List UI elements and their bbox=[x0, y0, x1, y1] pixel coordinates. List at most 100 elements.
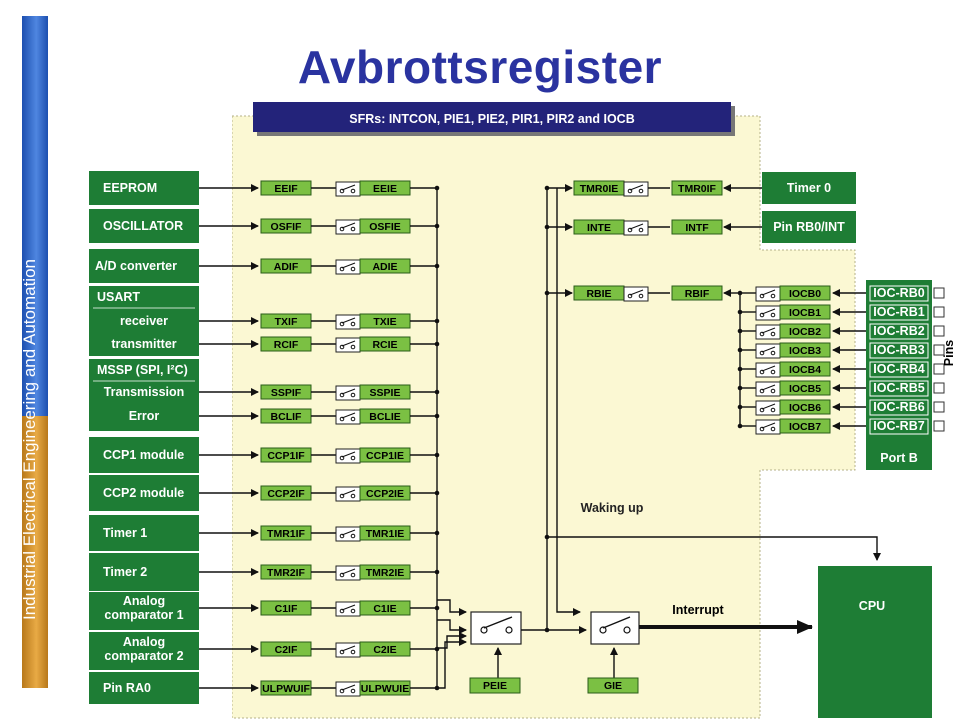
gie-switch-lever bbox=[602, 616, 631, 629]
enable-ccp1ie-switch bbox=[335, 448, 361, 464]
switch-inte-pin-a bbox=[627, 227, 633, 233]
enable-ccp1ie-switch-pin-a bbox=[339, 455, 345, 461]
enable-tmr2ie-switch-lever bbox=[341, 568, 356, 575]
enable-tmr1ie-switch-pin-b bbox=[350, 533, 356, 539]
enable-tmr2ie: TMR2IE bbox=[366, 567, 405, 579]
switch-iocb6-lever bbox=[761, 403, 776, 410]
enable-c2ie-switch-pin-a bbox=[339, 649, 345, 655]
source-box bbox=[89, 672, 199, 704]
enable-tmr1ie-switch-lever bbox=[341, 529, 356, 536]
enable-eeie-switch-lever bbox=[341, 184, 356, 191]
source-box bbox=[762, 172, 856, 204]
switch-iocb3 bbox=[755, 343, 781, 359]
enable-c1ie: C1IE bbox=[373, 603, 396, 615]
switch-iocb5 bbox=[755, 381, 781, 397]
enable-tmr2ie-switch bbox=[335, 565, 361, 581]
enable-txie-switch-pin-b bbox=[350, 321, 356, 327]
switch-iocb2-pin-a bbox=[759, 331, 765, 337]
enable-adie-switch-pin-a bbox=[339, 266, 345, 272]
flag-sspif: SSPIF bbox=[271, 387, 302, 399]
switch-iocb4 bbox=[755, 362, 781, 378]
switch-iocb5-pin-a bbox=[759, 388, 765, 394]
source-label: Timer 0 bbox=[787, 181, 831, 195]
source-box bbox=[89, 437, 199, 473]
switch-iocb1 bbox=[755, 305, 781, 321]
pin-terminal bbox=[933, 363, 945, 375]
enable-osfie-switch-pin-a bbox=[339, 226, 345, 232]
source-box bbox=[89, 475, 199, 511]
iocb-box bbox=[779, 285, 831, 301]
switch-iocb2 bbox=[755, 324, 781, 340]
source-box bbox=[89, 553, 199, 591]
iocb-box bbox=[779, 304, 831, 320]
source-label: Error bbox=[129, 409, 160, 423]
enable-tmr1ie: TMR1IE bbox=[366, 528, 405, 540]
pin-terminal bbox=[933, 401, 945, 413]
iocb-box bbox=[779, 361, 831, 377]
ioc-pin-label: IOC-RB7 bbox=[873, 419, 924, 433]
iocb-label: IOCB0 bbox=[789, 288, 821, 300]
iocb-label: IOCB1 bbox=[789, 307, 821, 319]
enable-rcie-switch-lever bbox=[341, 340, 356, 347]
switch-rbie-pin-b bbox=[638, 293, 644, 299]
switch-iocb5-pin-b bbox=[770, 388, 776, 394]
enable-adie: ADIE bbox=[372, 261, 397, 273]
bus-to-peie bbox=[437, 599, 467, 616]
iocb-box bbox=[779, 399, 831, 415]
pin-terminal bbox=[933, 287, 945, 299]
enable-ccp1ie: CCP1IE bbox=[366, 450, 404, 462]
gie-label: GIE bbox=[604, 680, 622, 692]
enable-tmr2ie-switch-pin-a bbox=[339, 572, 345, 578]
enable-eeie-switch-pin-b bbox=[350, 188, 356, 194]
sidebar-bar: Industrial Electrical Engineering and Au… bbox=[20, 16, 52, 692]
enable-ulpwuie-switch-lever bbox=[341, 684, 356, 691]
enable-c1ie-switch-lever bbox=[341, 604, 356, 611]
enable-eeie: EEIE bbox=[373, 183, 397, 195]
enable-ulpwuie-switch-pin-b bbox=[350, 688, 356, 694]
waking-label: Waking up bbox=[581, 501, 644, 515]
enable-ccp2ie: CCP2IE bbox=[366, 488, 404, 500]
iocb-box bbox=[779, 380, 831, 396]
waking-wire bbox=[547, 536, 881, 561]
enable-bclie-switch-pin-a bbox=[339, 416, 345, 422]
ioc-pin-label: IOC-RB1 bbox=[873, 305, 924, 319]
switch-iocb7-lever bbox=[761, 422, 776, 429]
source-label: EEPROM bbox=[103, 181, 157, 195]
switch-rbie-lever bbox=[629, 289, 644, 296]
enable-sspie-switch-pin-b bbox=[350, 392, 356, 398]
enable-txie: TXIE bbox=[373, 316, 396, 328]
source-label: comparator 1 bbox=[104, 608, 183, 622]
switch-tmr0ie bbox=[623, 181, 649, 197]
enable-c2ie-switch-pin-b bbox=[350, 649, 356, 655]
enable-rcie-switch bbox=[335, 337, 361, 353]
switch-iocb2-lever bbox=[761, 327, 776, 334]
switch-tmr0ie-pin-a bbox=[627, 188, 633, 194]
pin-terminal bbox=[933, 344, 945, 356]
switch-rbie bbox=[623, 286, 649, 302]
source-label: Timer 1 bbox=[103, 526, 147, 540]
enable-txie-switch-pin-a bbox=[339, 321, 345, 327]
switch-iocb4-lever bbox=[761, 365, 776, 372]
peie-label: PEIE bbox=[483, 680, 507, 692]
enable-c2ie-switch bbox=[335, 642, 361, 658]
enable-eeie-switch-pin-a bbox=[339, 188, 345, 194]
switch-iocb0-pin-b bbox=[770, 293, 776, 299]
source-label: Analog bbox=[123, 635, 165, 649]
enable-txie-switch-lever bbox=[341, 317, 356, 324]
ioc-pin-box bbox=[869, 399, 929, 416]
source-label: comparator 2 bbox=[104, 649, 183, 663]
switch-iocb4-pin-a bbox=[759, 369, 765, 375]
cpu-label: CPU bbox=[859, 599, 885, 613]
enable-c1ie-switch-pin-a bbox=[339, 608, 345, 614]
flag-eeif: EEIF bbox=[274, 183, 298, 195]
switch-iocb0-pin-a bbox=[759, 293, 765, 299]
iocb-label: IOCB4 bbox=[789, 364, 821, 376]
switch-iocb6 bbox=[755, 400, 781, 416]
enable-ulpwuie-switch-pin-a bbox=[339, 688, 345, 694]
enable-adie-switch-lever bbox=[341, 262, 356, 269]
banner bbox=[253, 102, 731, 132]
iocb-label: IOCB6 bbox=[789, 402, 821, 414]
switch-iocb6-pin-b bbox=[770, 407, 776, 413]
switch-iocb1-lever bbox=[761, 308, 776, 315]
